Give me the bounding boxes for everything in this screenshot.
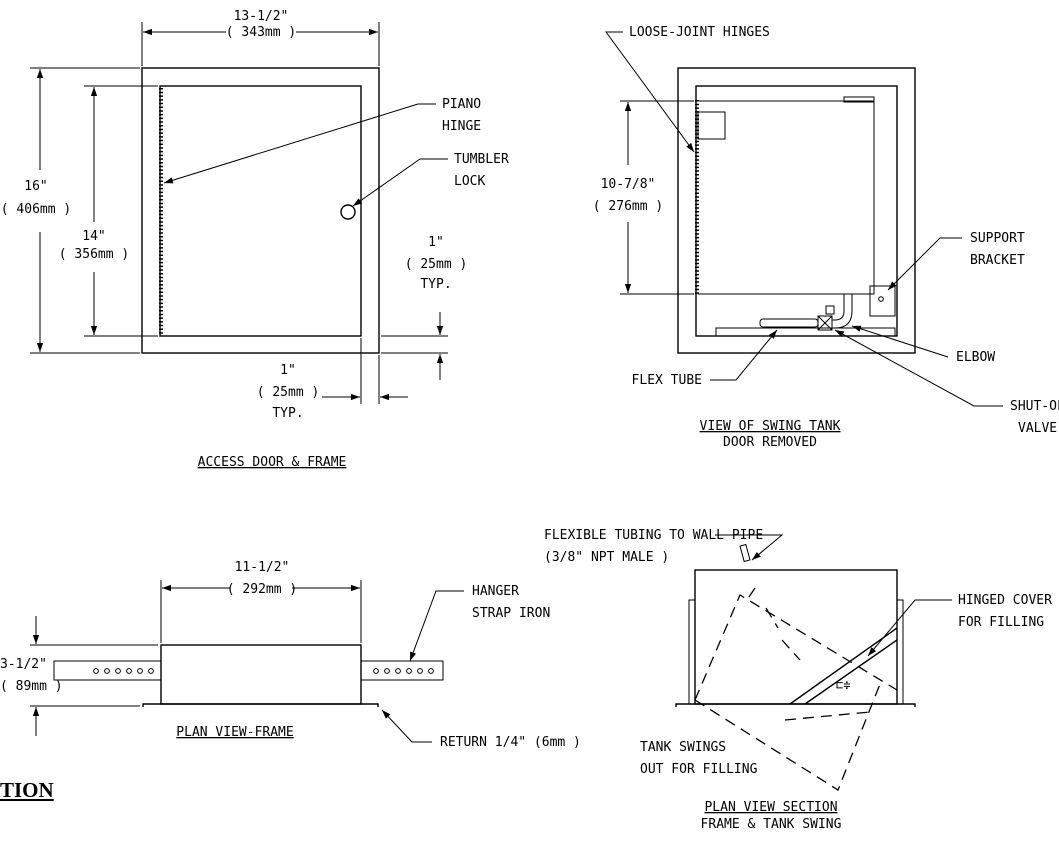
access-door-caption: ACCESS DOOR & FRAME <box>198 455 347 470</box>
flex-tube-shape <box>759 318 819 328</box>
tumbler-lock-leader <box>352 158 421 207</box>
width-label: 13-1/2" <box>234 9 289 24</box>
hanger-strap-left <box>53 660 162 681</box>
width-mm-label: ( 343mm ) <box>226 25 296 40</box>
plan-width-mm-label: ( 292mm ) <box>227 582 297 597</box>
piano-hinge-label: PIANO <box>442 97 481 112</box>
return-leader <box>381 709 432 743</box>
shutoff-valve-leader <box>834 329 1003 407</box>
hanger-strap-right <box>360 660 444 681</box>
piano-hinge-label-2: HINGE <box>442 119 481 134</box>
typ-right-mm: ( 25mm ) <box>405 257 468 272</box>
door-height-label: 14" <box>82 229 105 244</box>
swing-tank-caption-2: DOOR REMOVED <box>723 435 817 450</box>
plan-depth-mm-label: ( 89mm ) <box>0 679 63 694</box>
plan-frame-caption: PLAN VIEW-FRAME <box>176 725 293 740</box>
swing-tank-caption: VIEW OF SWING TANK <box>700 419 841 434</box>
typ-bottom-inch: 1" <box>280 363 296 378</box>
plan-view-frame: 11-1/2" ( 292mm ) 3-1/2" ( 89mm ) HANGER… <box>0 560 581 750</box>
tumbler-lock-label-2: LOCK <box>454 174 485 189</box>
flex-tube-label: FLEX TUBE <box>632 373 702 388</box>
tumbler-lock-knob <box>340 204 356 220</box>
loose-joint-leader <box>605 31 695 153</box>
tubing-leader <box>715 534 784 561</box>
support-bracket-leader <box>887 237 962 291</box>
hanger-leader <box>409 590 464 662</box>
access-door-view: 13-1/2" ( 343mm ) 16" ( 406mm ) 14" ( 35… <box>1 9 509 470</box>
section-heading: TION <box>0 778 54 802</box>
hanger-label-2: STRAP IRON <box>472 606 550 621</box>
support-bracket-label-2: BRACKET <box>970 253 1025 268</box>
typ-right-inch: 1" <box>428 235 444 250</box>
height-mm-label: ( 406mm ) <box>1 202 71 217</box>
hanger-label: HANGER <box>472 584 519 599</box>
shutoff-valve-label-2: VALVE <box>1018 421 1057 436</box>
hinged-cover-label: HINGED COVER <box>958 593 1052 608</box>
plan-depth-label: 3-1/2" <box>0 657 47 672</box>
door-frame-outline <box>141 67 380 354</box>
tank-swings-label-2: OUT FOR FILLING <box>640 762 758 777</box>
loose-joint-label: LOOSE-JOINT HINGES <box>629 25 770 40</box>
typ-bottom-mm: ( 25mm ) <box>257 385 320 400</box>
support-bracket-plate <box>869 285 896 317</box>
tank-height-mm-label: ( 276mm ) <box>593 199 663 214</box>
piano-hinge-leader <box>163 103 419 184</box>
frame-return <box>142 703 379 707</box>
section-caption: PLAN VIEW SECTION <box>704 800 837 815</box>
typ-right-typ: TYP. <box>420 277 451 292</box>
tank-swing-path-2 <box>694 683 881 791</box>
tank-swings-label: TANK SWINGS <box>640 740 726 755</box>
tank-height-label: 10-7/8" <box>601 177 656 192</box>
door-panel <box>159 85 362 337</box>
swing-tank-view: 10-7/8" ( 276mm ) LOOSE-JOINT HINGES SUP… <box>593 25 1059 450</box>
tube-fitting <box>739 543 751 563</box>
svg-text:⊏≑: ⊏≑ <box>836 678 850 692</box>
section-box <box>694 569 898 705</box>
plan-width-label: 11-1/2" <box>235 560 290 575</box>
plan-view-section: ⊏≑ FLEXIBLE TUBING TO WALL PIPE (3/8" NP… <box>544 528 1052 832</box>
tank-swing-path-1 <box>694 594 898 701</box>
hinged-cover-label-2: FOR FILLING <box>958 615 1044 630</box>
tank-frame-outline <box>677 67 916 354</box>
shutoff-valve-label: SHUT-OFF <box>1010 399 1059 414</box>
frame-box <box>160 644 362 705</box>
flex-tube-leader <box>710 329 778 381</box>
tumbler-lock-label: TUMBLER <box>454 152 509 167</box>
support-bracket-label: SUPPORT <box>970 231 1025 246</box>
section-caption-2: FRAME & TANK SWING <box>701 817 842 832</box>
hinged-cover-line <box>789 627 898 705</box>
return-label: RETURN 1/4" (6mm ) <box>440 735 581 750</box>
elbow-pipe <box>832 294 845 321</box>
tubing-label-2: (3/8" NPT MALE ) <box>544 550 669 565</box>
elbow-leader <box>851 325 949 358</box>
tubing-label: FLEXIBLE TUBING TO WALL PIPE <box>544 528 763 543</box>
door-height-mm-label: ( 356mm ) <box>59 247 129 262</box>
elbow-label: ELBOW <box>956 350 995 365</box>
height-label: 16" <box>24 179 47 194</box>
hinged-cover-leader <box>867 599 952 657</box>
typ-bottom-typ: TYP. <box>272 406 303 421</box>
